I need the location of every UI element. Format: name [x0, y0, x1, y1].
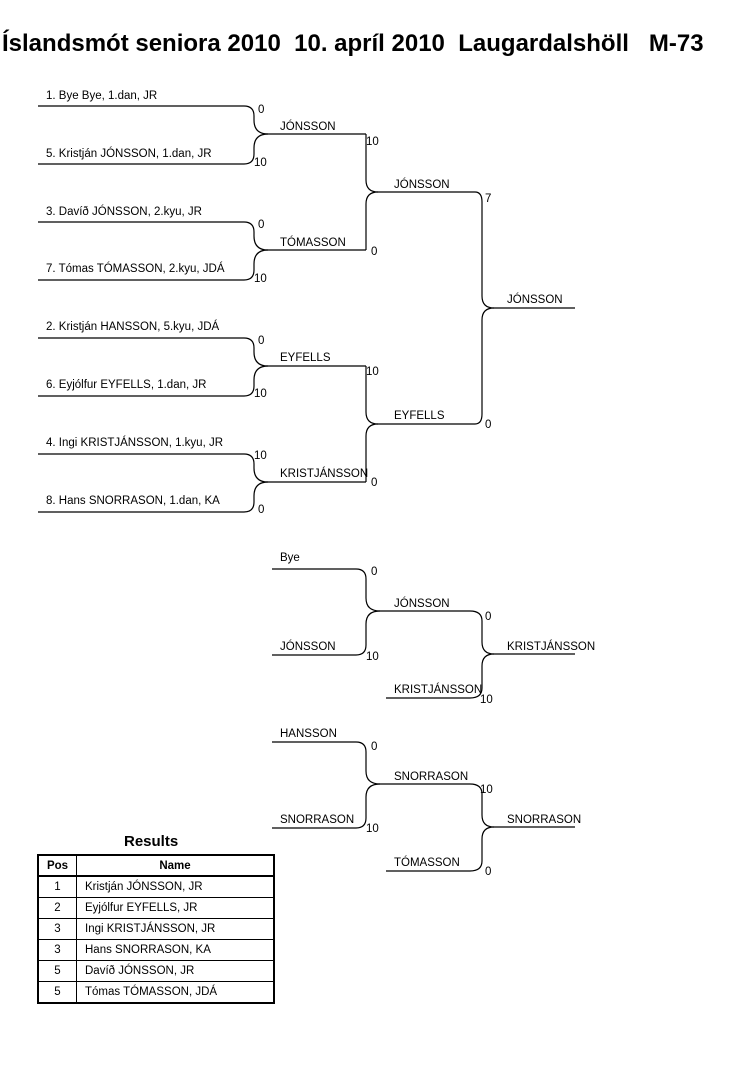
- rep-b-winner: SNORRASON: [507, 814, 581, 826]
- result-pos: 3: [37, 918, 77, 940]
- rep-a-score-1: 0: [371, 566, 377, 578]
- entry-5: 2. Kristján HANSSON, 5.kyu, JDÁ: [46, 320, 220, 333]
- rep-b-entry-2: SNORRASON: [280, 814, 354, 826]
- r2-name-3: EYFELLS: [280, 352, 331, 364]
- rep-a-opponent: KRISTJÁNSSON: [394, 683, 482, 696]
- entry-4: 7. Tómas TÓMASSON, 2.kyu, JDÁ: [46, 262, 225, 275]
- result-pos: 1: [37, 875, 77, 898]
- rep-b-score-1: 0: [371, 741, 377, 753]
- results-header-name: Name: [76, 854, 275, 877]
- bracket-lines: [38, 105, 575, 872]
- result-name: Eyjólfur EYFELLS, JR: [76, 897, 275, 919]
- rep-b-mid-score: 10: [480, 784, 493, 796]
- score-8: 0: [258, 504, 264, 516]
- semi-score-1: 7: [485, 193, 491, 205]
- page-title: Íslandsmót seniora 2010 10. apríl 2010 L…: [2, 30, 704, 57]
- result-pos: 5: [37, 960, 77, 982]
- rep-b-entry-1: HANSSON: [280, 728, 337, 740]
- rep-b-opponent: TÓMASSON: [394, 856, 460, 869]
- rep-b-score-2: 10: [366, 823, 379, 835]
- rep-a-entry-1: Bye: [280, 552, 300, 564]
- result-name: Ingi KRISTJÁNSSON, JR: [76, 918, 275, 940]
- r2-score-2: 0: [371, 246, 377, 258]
- semi-name-1: JÓNSSON: [394, 178, 450, 191]
- semi-score-2: 0: [485, 419, 491, 431]
- entry-7: 4. Ingi KRISTJÁNSSON, 1.kyu, JR: [46, 436, 223, 449]
- score-6: 10: [254, 388, 267, 400]
- semi-name-2: EYFELLS: [394, 410, 445, 422]
- r2-name-1: JÓNSSON: [280, 120, 336, 133]
- rep-a-winner: KRISTJÁNSSON: [507, 640, 595, 653]
- result-name: Davíð JÓNSSON, JR: [76, 960, 275, 982]
- final-winner: JÓNSSON: [507, 293, 563, 306]
- results-title: Results: [124, 833, 179, 850]
- entry-6: 6. Eyjólfur EYFELLS, 1.dan, JR: [46, 379, 206, 391]
- score-2: 10: [254, 157, 267, 169]
- rep-b-opponent-score: 0: [485, 866, 491, 878]
- entry-8: 8. Hans SNORRASON, 1.dan, KA: [46, 495, 220, 507]
- score-4: 10: [254, 273, 267, 285]
- rep-a-entry-2: JÓNSSON: [280, 640, 336, 653]
- rep-a-score-2: 10: [366, 651, 379, 663]
- entry-3: 3. Davíð JÓNSSON, 2.kyu, JR: [46, 205, 202, 218]
- r2-score-4: 0: [371, 477, 377, 489]
- score-5: 0: [258, 335, 264, 347]
- entry-1: 1. Bye Bye, 1.dan, JR: [46, 90, 157, 102]
- results-header-row: Pos Name: [37, 854, 275, 877]
- score-3: 0: [258, 219, 264, 231]
- result-pos: 2: [37, 897, 77, 919]
- r2-name-2: TÓMASSON: [280, 236, 346, 249]
- r2-name-4: KRISTJÁNSSON: [280, 467, 368, 480]
- r2-score-3: 10: [366, 366, 379, 378]
- result-pos: 5: [37, 981, 77, 1004]
- rep-a-opponent-score: 10: [480, 694, 493, 706]
- rep-a-mid-score: 0: [485, 611, 491, 623]
- rep-b-mid-name: SNORRASON: [394, 771, 468, 783]
- r2-score-1: 10: [366, 136, 379, 148]
- rep-a-mid-name: JÓNSSON: [394, 597, 450, 610]
- result-name: Kristján JÓNSSON, JR: [76, 875, 275, 898]
- entry-2: 5. Kristján JÓNSSON, 1.dan, JR: [46, 147, 212, 160]
- score-7: 10: [254, 450, 267, 462]
- results-header-pos: Pos: [37, 854, 77, 877]
- result-pos: 3: [37, 939, 77, 961]
- result-name: Hans SNORRASON, KA: [76, 939, 275, 961]
- result-name: Tómas TÓMASSON, JDÁ: [76, 981, 275, 1004]
- score-1: 0: [258, 104, 264, 116]
